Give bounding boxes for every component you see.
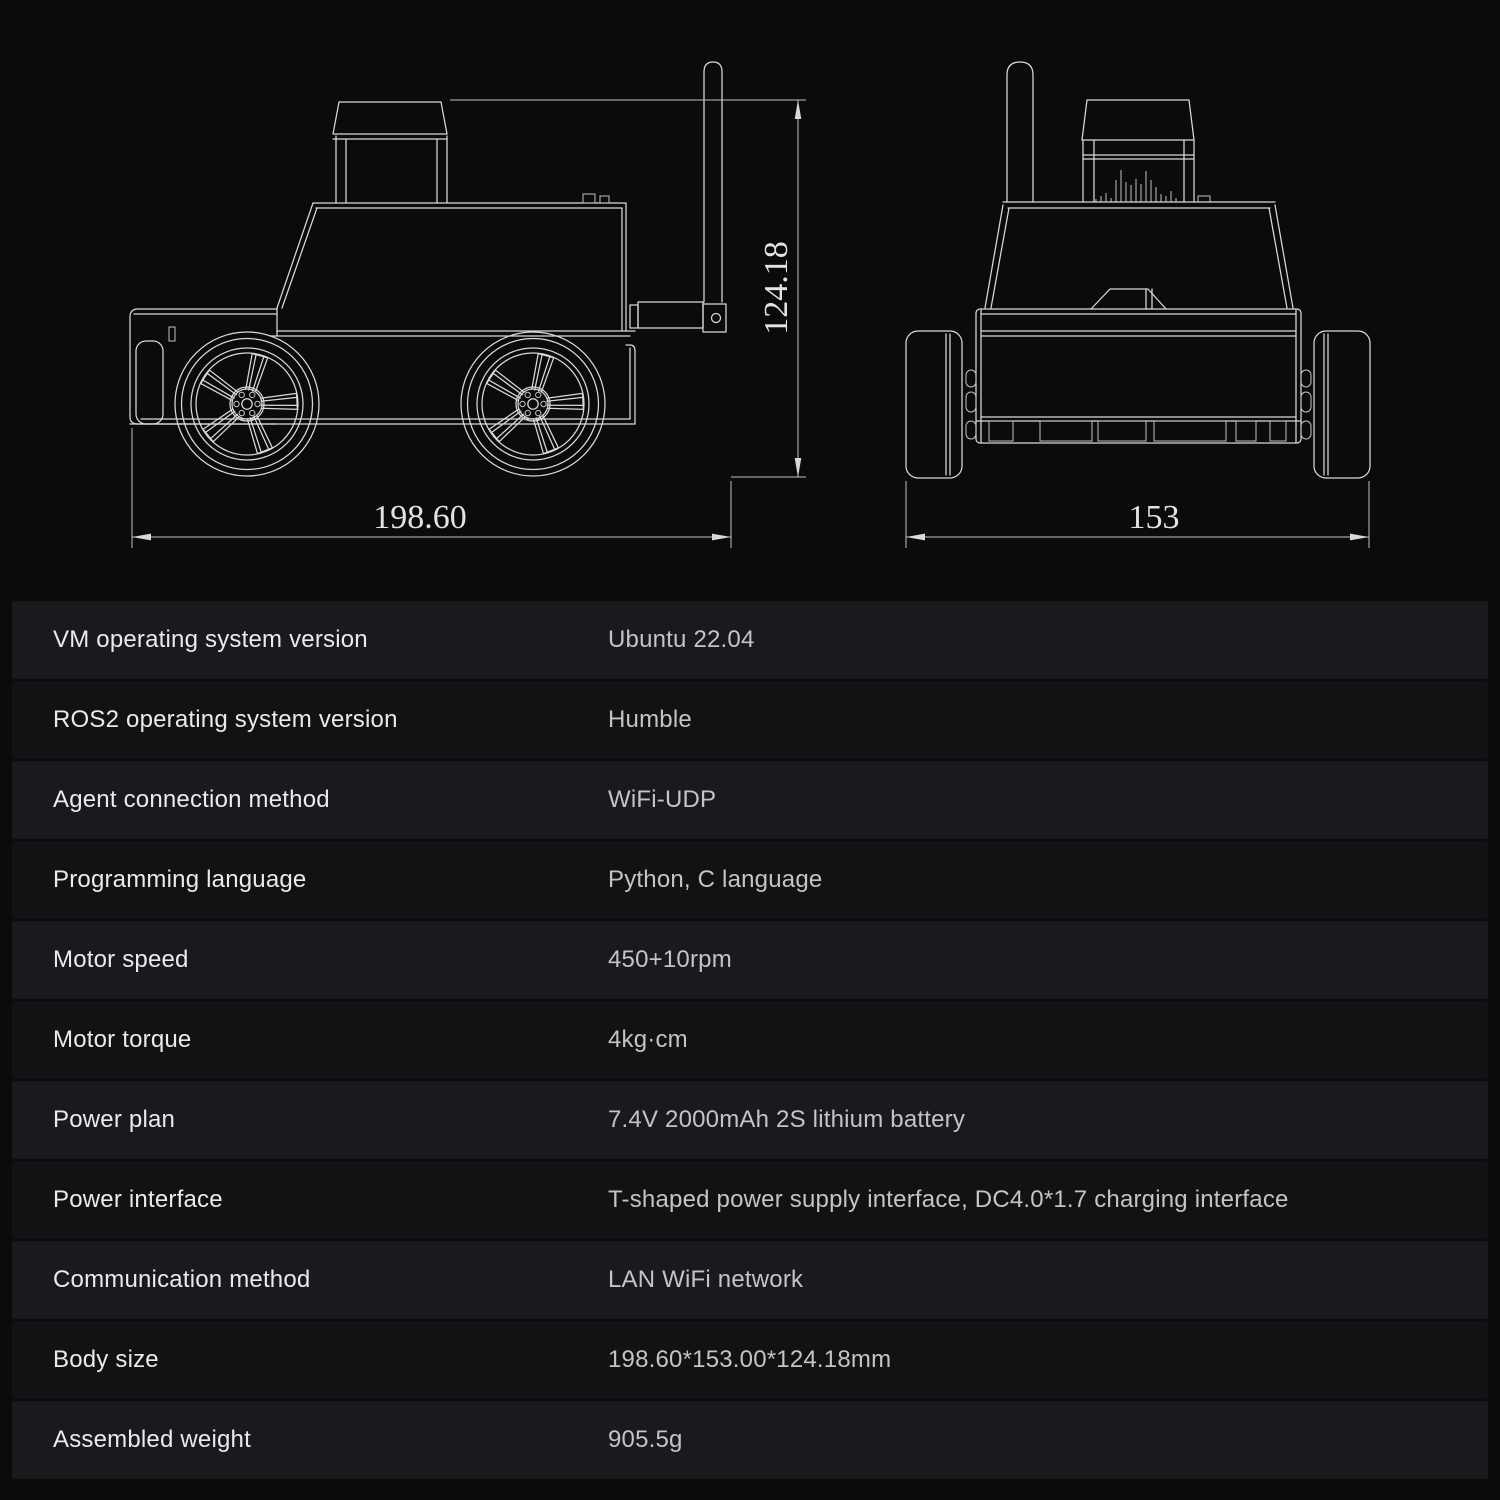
spec-value: Ubuntu 22.04 [608,626,755,653]
spec-label: ROS2 operating system version [53,706,398,733]
spec-value: 198.60*153.00*124.18mm [608,1346,892,1373]
spec-row: Motor speed 450+10rpm [12,921,1488,999]
front-antenna-rod [1006,61,1034,203]
spec-label: Body size [53,1346,159,1373]
spec-label: Power interface [53,1186,223,1213]
front-width-label: 153 [1129,499,1180,536]
spec-value: 450+10rpm [608,946,732,973]
spec-value: 7.4V 2000mAh 2S lithium battery [608,1106,966,1133]
spec-row: Agent connection method WiFi-UDP [12,761,1488,839]
front-lower-box [975,308,1302,444]
front-handle [1090,288,1167,310]
spec-value: WiFi-UDP [608,786,717,813]
spec-value: Humble [608,706,692,733]
side-length-label: 198.60 [373,499,467,536]
spec-value: 4kg·cm [608,1026,688,1053]
spec-row: Assembled weight 905.5g [12,1401,1488,1479]
spec-table: VM operating system version Ubuntu 22.04… [12,601,1488,1481]
spec-value: T-shaped power supply interface, DC4.0*1… [608,1186,1289,1213]
spec-row: Communication method LAN WiFi network [12,1241,1488,1319]
side-front-wheel [174,331,320,477]
spec-value: Python, C language [608,866,823,893]
spec-row: Body size 198.60*153.00*124.18mm [12,1321,1488,1399]
side-view-drawing: 198.60 124.18 [129,61,806,548]
spec-value: 905.5g [608,1426,683,1453]
side-antenna-mount [637,301,704,329]
spec-label: VM operating system version [53,626,368,653]
side-height-dimension: 124.18 [450,99,806,478]
side-rear-bumper [135,340,164,425]
front-width-dimension: 153 [905,481,1370,548]
spec-row: Power plan 7.4V 2000mAh 2S lithium batte… [12,1081,1488,1159]
front-lidar-ticks [1095,170,1177,202]
spec-label: Agent connection method [53,786,330,813]
side-rear-box [129,308,278,425]
spec-row: Programming language Python, C language [12,841,1488,919]
side-top-connector [599,195,610,204]
spec-label: Motor speed [53,946,189,973]
spec-value: LAN WiFi network [608,1266,804,1293]
drawings-svg: 198.60 124.18 [129,61,1371,548]
side-rear-wheel [460,331,606,477]
side-length-dimension: 198.60 [131,428,732,548]
spec-label: Communication method [53,1266,311,1293]
spec-label: Motor torque [53,1026,192,1053]
side-antenna-rod [703,61,723,303]
front-view-drawing: 153 [905,61,1371,548]
spec-label: Programming language [53,866,307,893]
front-lidar-cap [1081,99,1195,141]
technical-drawings: 198.60 124.18 [0,0,1500,580]
spec-row: ROS2 operating system version Humble [12,681,1488,759]
side-top-connector [582,193,596,204]
front-right-wheel [1313,330,1371,479]
spec-row: VM operating system version Ubuntu 22.04 [12,601,1488,679]
spec-label: Power plan [53,1106,176,1133]
side-height-label: 124.18 [758,241,795,335]
side-deck-cap [625,344,636,425]
spec-row: Motor torque 4kg·cm [12,1001,1488,1079]
front-left-wheel [905,330,963,479]
spec-row: Power interface T-shaped power supply in… [12,1161,1488,1239]
side-lidar-cap [332,101,448,135]
spec-label: Assembled weight [53,1426,251,1453]
